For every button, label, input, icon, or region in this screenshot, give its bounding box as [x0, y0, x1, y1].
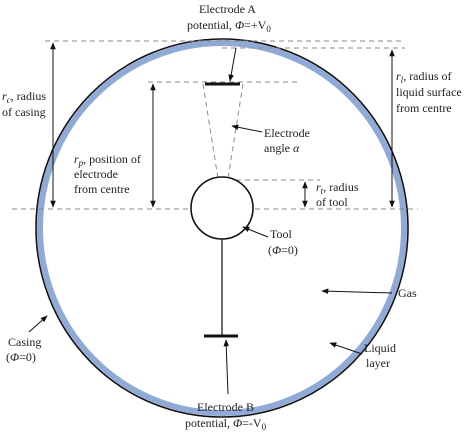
rp-label-line3: from centre — [74, 182, 130, 196]
electrode-a-label-line2: potential, Φ=+V0 — [187, 18, 271, 34]
casing-label-line1: Casing — [8, 335, 41, 349]
gas-label: Gas — [398, 286, 417, 300]
rc-label-line1: rc, radius — [2, 89, 46, 105]
rl-label-line3: from centre — [396, 101, 452, 115]
electrode-a-label-line1: Electrode A — [199, 2, 256, 16]
electrode-angle-left — [202, 83, 224, 211]
rl-label-line1: rl, radius of — [396, 69, 452, 85]
rc-label-line2: of casing — [2, 105, 46, 119]
rp-label-line2: electrode — [74, 167, 118, 181]
casing-label-line2: (Φ=0) — [6, 350, 36, 364]
tool-label-line1: Tool — [270, 227, 292, 241]
casing-outline — [35, 38, 409, 418]
casing-pointer — [28, 315, 48, 333]
angle-label-line1: Electrode — [264, 126, 310, 140]
liquid-layer-ring — [37, 40, 407, 416]
rl-label-line2: liquid surface — [396, 85, 462, 99]
electrode-a-pointer — [228, 47, 237, 82]
tool-pointer — [242, 226, 269, 238]
liquid-label-line2: layer — [366, 356, 390, 370]
tool-label-line2: (Φ=0) — [268, 243, 298, 257]
rt-label-line2: of tool — [316, 195, 348, 209]
angle-label-line2: angle α — [264, 141, 300, 155]
electrode-b-label-line1: Electrode B — [197, 400, 254, 414]
liquid-pointer — [329, 342, 363, 355]
electrode-b-label-line2: potential, Φ=-V0 — [185, 416, 267, 432]
electrode-angle-right — [222, 83, 244, 211]
angle-pointer — [231, 124, 263, 133]
rt-label-line1: rt, radius — [316, 180, 359, 196]
tool-circle — [190, 176, 254, 240]
gas-pointer — [321, 288, 393, 294]
liquid-label-line1: Liquid — [364, 341, 396, 355]
rp-label-line1: rp, position of — [74, 152, 141, 168]
electrode-b-pointer — [223, 339, 230, 395]
